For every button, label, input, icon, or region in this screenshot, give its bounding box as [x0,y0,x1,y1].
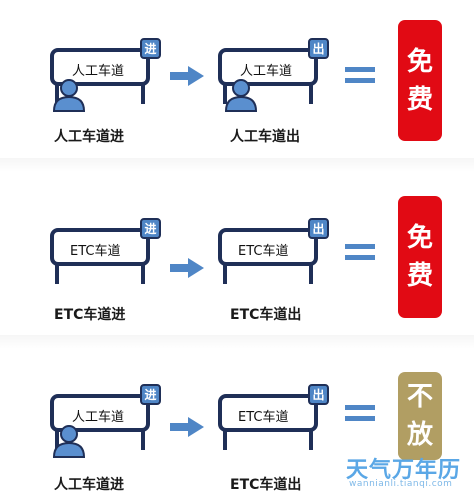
sign-board-icon [218,394,318,450]
exit-sign: ETC车道 出 [216,218,329,302]
result-badge: 免 费 [398,196,442,318]
result-char: 免 [406,223,433,253]
equals-icon [345,405,375,421]
entry-tag: 进 [140,384,161,405]
sign-board-icon [218,48,318,104]
watermark-logo: 天气万年历 [346,458,462,483]
result-badge: 免 费 [398,20,442,141]
entry-sign: ETC车道 进 [48,218,161,302]
exit-tag: 出 [308,384,329,405]
entry-sign: 人工车道 进 [48,38,161,122]
exit-tag: 出 [308,218,329,239]
arrow-right-icon [170,258,204,278]
exit-caption: ETC车道出 [230,477,302,493]
equals-icon [345,244,375,260]
entry-sign-label: 人工车道 [72,410,125,425]
sign-board-icon [50,48,150,104]
entry-caption: ETC车道进 [54,307,126,323]
watermark-url: wannianli.tianqi.com [349,479,453,489]
exit-caption: 人工车道出 [230,129,300,145]
entry-tag: 进 [140,218,161,239]
entry-sign-label: ETC车道 [70,244,121,259]
arrow-right-icon [170,66,204,86]
entry-caption: 人工车道进 [54,477,124,493]
person-icon [52,79,86,112]
row-divider [0,158,474,172]
entry-caption: 人工车道进 [54,129,124,145]
entry-sign-label: 人工车道 [72,64,125,79]
exit-sign: 人工车道 出 [216,38,329,122]
result-char: 费 [406,261,433,291]
exit-tag: 出 [308,38,329,59]
arrow-right-icon [170,417,204,437]
entry-tag: 进 [140,38,161,59]
exit-sign-label: ETC车道 [238,410,289,425]
exit-sign-label: ETC车道 [238,244,289,259]
exit-caption: ETC车道出 [230,307,302,323]
result-char: 放 [406,420,433,450]
person-icon [224,79,258,112]
result-char: 费 [406,84,433,115]
sign-board-icon [218,228,318,284]
exit-sign: ETC车道 出 [216,384,329,468]
result-badge: 不 放 [398,372,442,460]
exit-sign-label: 人工车道 [240,64,293,79]
equals-icon [345,67,375,83]
sign-board-icon [50,228,150,284]
result-char: 不 [406,382,433,412]
row-divider [0,335,474,349]
entry-sign: 人工车道 进 [48,384,161,468]
person-icon [52,425,86,458]
result-char: 免 [406,46,433,77]
